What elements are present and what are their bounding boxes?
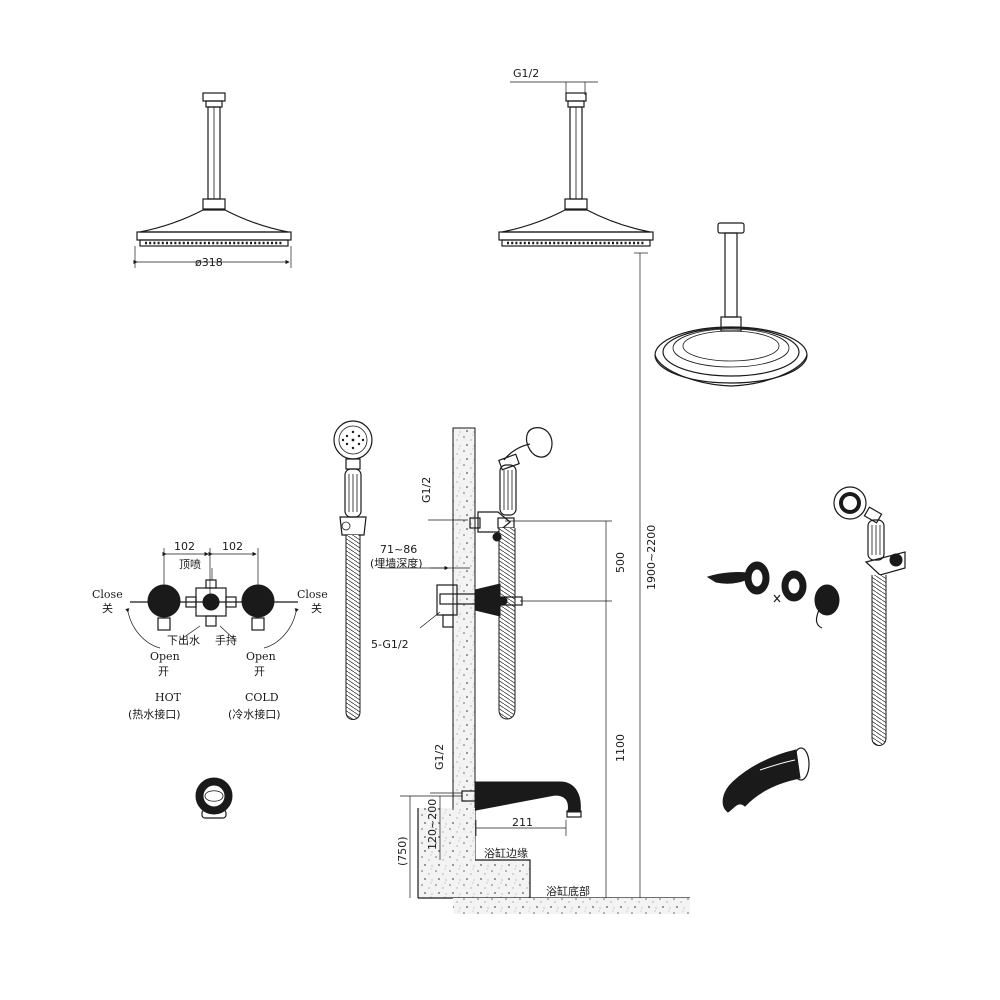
spacing-102-left: 102: [174, 540, 195, 553]
top-spray-label: 顶喷: [179, 558, 201, 571]
tub-bottom-label: 浴缸底部: [546, 884, 590, 898]
handheld-label: 手持: [215, 633, 237, 647]
lower-outlet-label: 下出水: [167, 633, 200, 647]
open-label-left: Open: [150, 650, 180, 663]
dimension-1100: 1100: [614, 734, 627, 762]
close-label-right: Close: [297, 588, 328, 601]
hot-label: HOT: [155, 691, 182, 704]
tub-edge-label: 浴缸边缘: [484, 846, 528, 860]
dimension-750: (750): [396, 836, 409, 866]
bath-spout-section: [461, 781, 582, 818]
open-label-right-cn: 开: [254, 665, 265, 678]
open-label-right: Open: [246, 650, 276, 663]
rain-shower-head-side-view: [498, 81, 654, 247]
dimension-211: 211: [512, 816, 533, 829]
close-label-right-cn: 关: [311, 601, 322, 615]
open-label-left-cn: 开: [158, 665, 169, 678]
rain-shower-head-front-view-left: [133, 92, 292, 268]
dimension-1900-2200: 1900~2200: [645, 525, 658, 590]
embed-depth-label: (埋墙深度): [370, 556, 423, 570]
cold-label: COLD: [245, 691, 279, 704]
wall-mounted-shower-riser: [436, 427, 553, 720]
inlet-thread-count-label: 5-G1/2: [371, 638, 409, 651]
close-label-left: Close: [92, 588, 123, 601]
close-label-left-cn: 关: [102, 601, 113, 615]
handheld-shower-left: [333, 420, 373, 720]
valve-handles-perspective: [706, 561, 840, 629]
thread-size-label-top: G1/2: [513, 67, 539, 80]
wall-section: [417, 427, 690, 914]
thread-size-label-spout: G1/2: [433, 744, 446, 770]
dimension-lines-section: [380, 252, 648, 898]
rain-shower-head-perspective: [654, 222, 808, 387]
valve-layout-front-view: [125, 548, 299, 649]
handheld-shower-perspective: [833, 486, 906, 746]
dimension-500: 500: [614, 552, 627, 573]
hot-label-cn: (热水接口): [128, 708, 181, 721]
embed-depth-range: 71~86: [380, 543, 417, 556]
thread-size-label-wall: G1/2: [420, 477, 433, 503]
diameter-label: ø318: [195, 256, 223, 269]
cold-label-cn: (冷水接口): [228, 708, 281, 721]
bath-spout-perspective: [722, 747, 810, 813]
diverter-knob-detail: [195, 777, 233, 819]
spacing-102-right: 102: [222, 540, 243, 553]
dimension-120-200: 120~200: [426, 799, 439, 850]
